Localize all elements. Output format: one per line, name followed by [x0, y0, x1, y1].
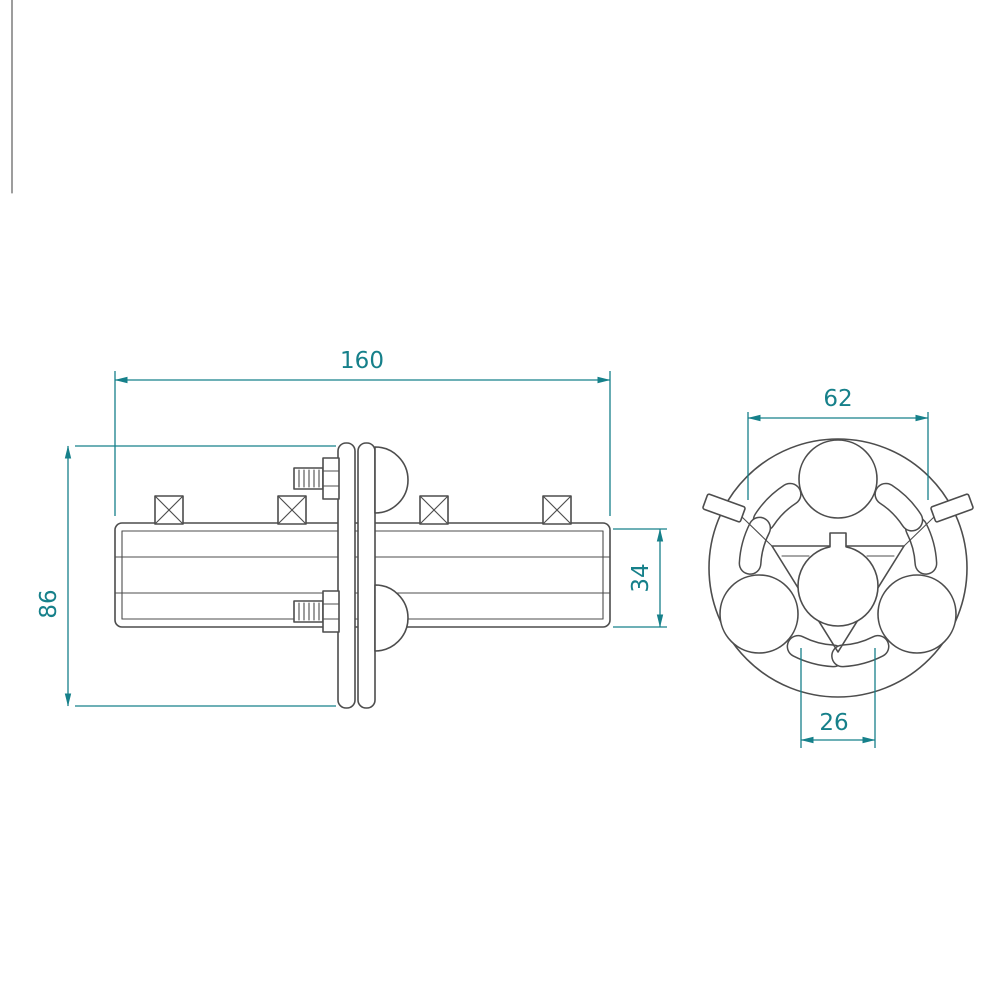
left-arm-line — [741, 516, 774, 548]
upper-bolt — [293, 457, 340, 500]
mount-tab-2 — [277, 495, 307, 525]
center-bore-with-keyway — [797, 532, 879, 627]
right-clamp-tab — [930, 493, 974, 523]
left-clamp-tab — [702, 493, 746, 523]
mount-tab-3 — [419, 495, 449, 525]
dim-label-34: 34 — [628, 563, 654, 592]
dim-label-160: 160 — [340, 348, 384, 374]
flange-plate-left — [337, 442, 356, 709]
tab-cross-line — [419, 495, 449, 525]
tab-cross-line — [542, 495, 572, 525]
dome-profile-bottom — [374, 584, 409, 652]
tab-cross-line — [277, 495, 307, 525]
bolt-nut — [322, 590, 340, 633]
flange-plate-right — [357, 442, 376, 709]
slot-left-upper-inner — [740, 518, 770, 574]
dim-label-62: 62 — [823, 386, 852, 412]
dome-lower-right — [877, 574, 957, 654]
lower-bolt — [293, 590, 340, 633]
tab-cross-line — [154, 495, 184, 525]
dim-flange-width: 62 — [747, 386, 929, 500]
mount-tab-1 — [154, 495, 184, 525]
arc-slots — [738, 482, 938, 668]
slot-bottom-right-inner — [832, 636, 888, 666]
mount-tab-4 — [542, 495, 572, 525]
bolt-nut — [322, 457, 340, 500]
front-view: 62 26 — [702, 386, 974, 748]
dim-overall-height: 86 — [36, 445, 336, 707]
dome-lower-left — [719, 574, 799, 654]
dome-top — [798, 439, 878, 519]
slot-top-right-inner — [875, 484, 922, 531]
right-arm-line — [902, 516, 935, 548]
dim-tube-height: 34 — [613, 528, 667, 628]
dome-profile-top — [374, 446, 409, 514]
dim-label-26: 26 — [819, 710, 848, 736]
dim-overall-length: 160 — [114, 348, 611, 516]
dim-hub-width: 26 — [800, 648, 876, 748]
flange-outer-circle — [708, 438, 968, 698]
slot-bottom-left-inner — [788, 636, 844, 666]
side-view: 160 86 34 — [36, 348, 667, 709]
dim-label-86: 86 — [36, 589, 62, 618]
